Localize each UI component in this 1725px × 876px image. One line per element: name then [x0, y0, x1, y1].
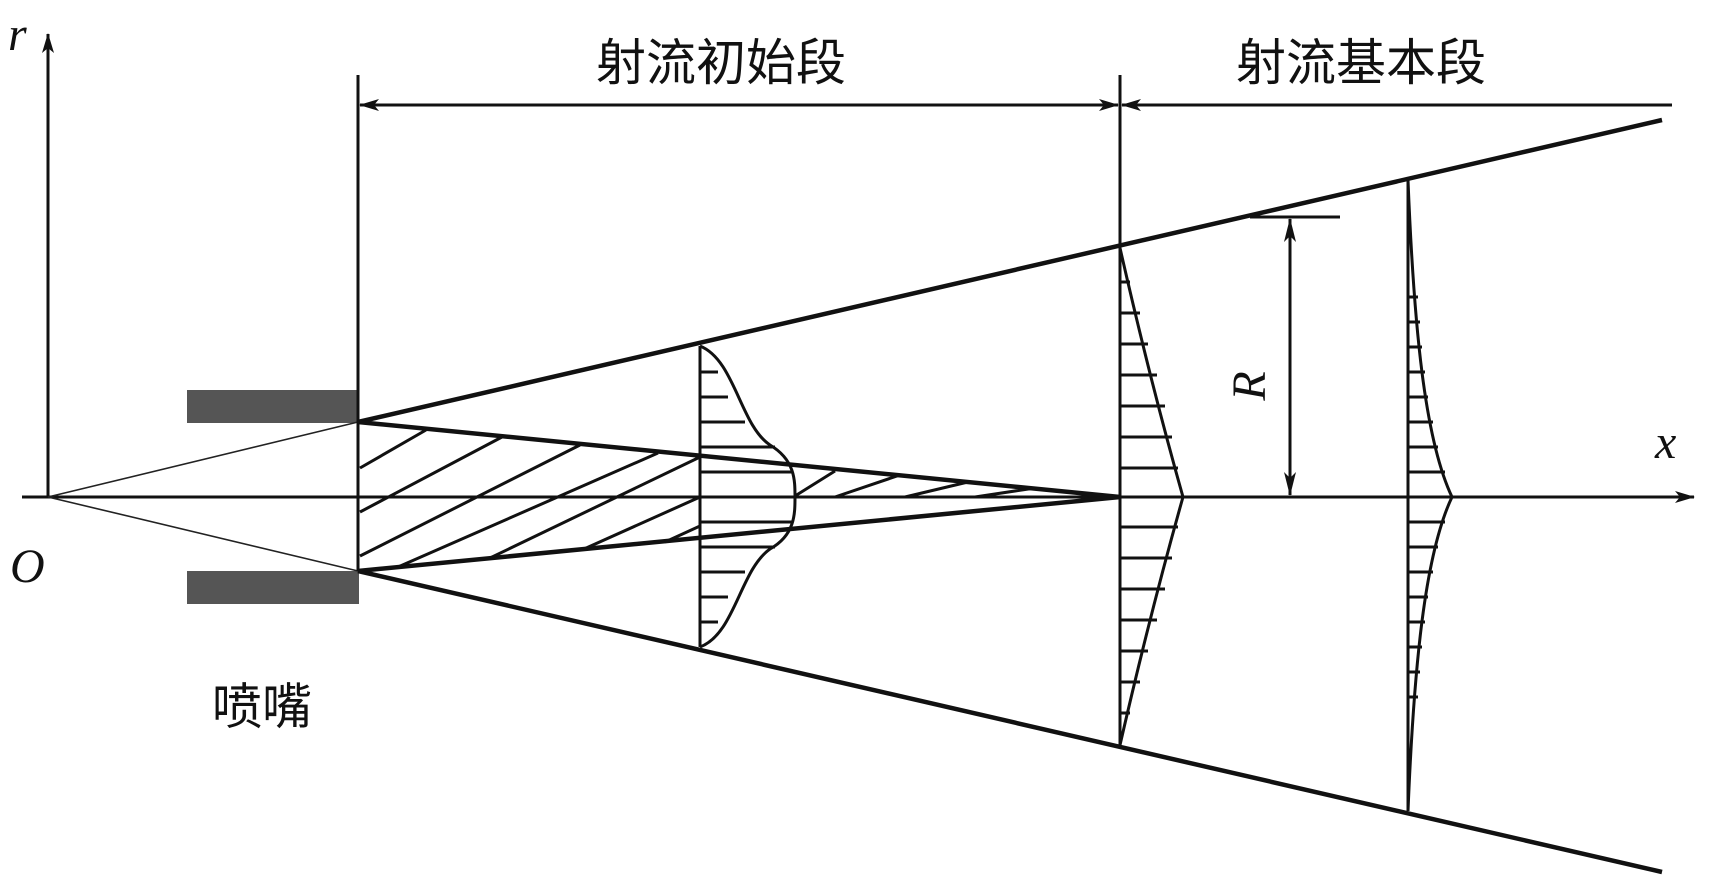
initial-section-label: 射流初始段	[596, 34, 846, 92]
nozzle-label: 喷嘴	[212, 678, 312, 736]
main-section-label: 射流基本段	[1236, 34, 1486, 92]
jet-outer-boundary-lower	[357, 568, 1663, 875]
jet-outer-boundary-upper	[357, 117, 1663, 425]
axis-r-label: r	[8, 8, 27, 61]
profile3-hatching	[1408, 295, 1452, 699]
nozzle-lower-wall	[187, 571, 359, 604]
profile2-hatching	[1120, 280, 1183, 715]
origin-label: O	[10, 540, 45, 593]
nozzle-upper-wall	[187, 390, 359, 423]
potential-core-boundary-lower	[357, 494, 1121, 574]
potential-core-boundary-upper	[357, 419, 1121, 500]
profile1-hatching	[700, 370, 795, 624]
origin-ray-upper	[47, 421, 359, 498]
potential-core-hatching	[359, 428, 1036, 569]
axis-x-label: x	[1654, 416, 1676, 469]
origin-ray-lower	[47, 496, 359, 572]
radius-label: R	[1223, 371, 1276, 401]
